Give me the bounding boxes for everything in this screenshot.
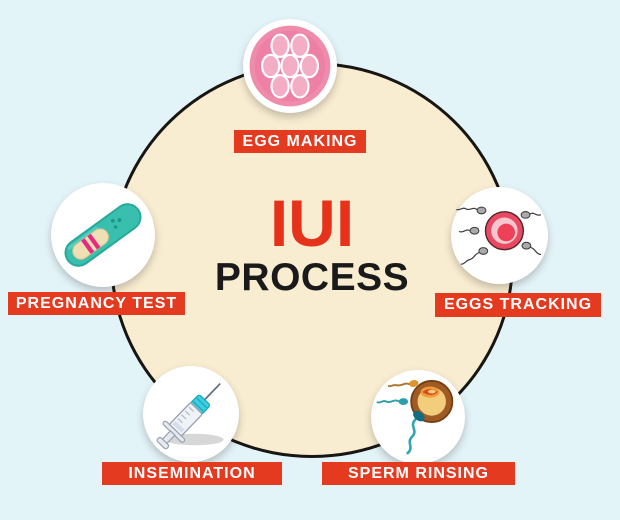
step-eggs-tracking-label: EGGS TRACKING (435, 293, 601, 317)
title-sub: PROCESS (214, 256, 410, 299)
pregnancy-test-icon (55, 187, 151, 283)
page-title: IUI PROCESS (215, 190, 409, 298)
step-egg-making-badge (243, 19, 337, 113)
step-pregnancy-test-badge (51, 183, 155, 287)
step-sperm-rinsing-label: SPERM RINSING (322, 462, 515, 485)
sperm-washing-icon (375, 374, 461, 460)
egg-cluster-icon (247, 23, 333, 109)
step-insemination-label: INSEMINATION (102, 462, 282, 485)
egg-with-sperm-icon (455, 192, 544, 280)
title-main: IUI (269, 186, 355, 260)
step-egg-making-label: EGG MAKING (234, 130, 366, 153)
step-sperm-rinsing-badge (371, 370, 465, 464)
syringe-icon (147, 370, 235, 458)
step-eggs-tracking-badge (451, 187, 548, 284)
step-insemination-badge (143, 366, 239, 462)
step-pregnancy-test-label: PREGNANCY TEST (8, 292, 185, 315)
